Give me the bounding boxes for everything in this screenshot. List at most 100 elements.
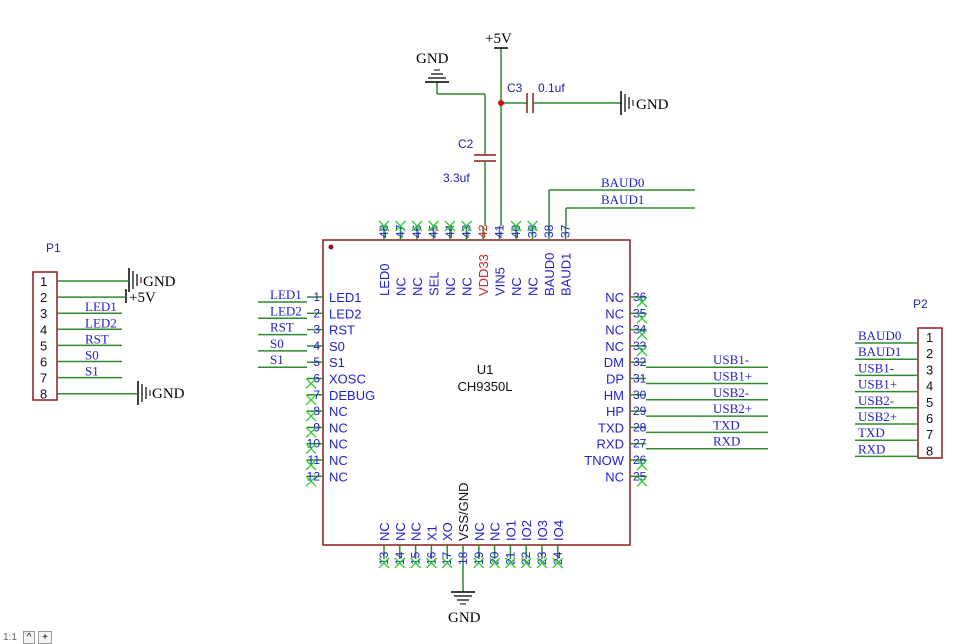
p1-net-label: RST <box>85 331 109 346</box>
u1-pin-name: VSS/GND <box>456 482 471 541</box>
net-label: USB2+ <box>713 401 752 416</box>
u1-pin-name: LED2 <box>329 306 362 321</box>
u1-pin-name: XO <box>440 522 455 541</box>
no-connect-marker <box>305 426 317 438</box>
u1-pin-name: HP <box>606 404 624 419</box>
no-connect-marker <box>378 220 390 232</box>
u1-pin-number: 34 <box>633 323 647 337</box>
u1-pin-number: 30 <box>633 388 647 402</box>
u1-pin-name: BAUD0 <box>542 253 557 296</box>
p2-pin-number: 4 <box>926 379 933 394</box>
u1-pin-number: 41 <box>493 224 507 238</box>
p1-gnd-label-2: GND <box>152 386 185 402</box>
net-label: RXD <box>713 434 740 449</box>
net-label: TXD <box>713 417 740 432</box>
p2-pin-number: 2 <box>926 346 933 361</box>
u1-pin-name: TNOW <box>584 453 624 468</box>
p1-net-label: S1 <box>85 364 99 379</box>
u1-pin-number: 47 <box>394 224 408 238</box>
no-connect-marker <box>636 475 648 487</box>
u1-pin-number: 36 <box>633 290 647 304</box>
net-label: USB2- <box>713 385 749 400</box>
u1-pin-number: 11 <box>308 453 321 467</box>
no-connect-marker <box>394 557 406 569</box>
no-connect-marker <box>410 557 422 569</box>
u1-pin-name: NC <box>605 290 624 305</box>
gnd-label-top: GND <box>416 51 449 67</box>
no-connect-marker <box>473 557 485 569</box>
u1-pin-name: DEBUG <box>329 388 375 403</box>
p2-net-label: USB1+ <box>858 377 897 392</box>
u1-pin-number: 38 <box>542 224 556 238</box>
u1-ref: U1 <box>477 362 494 377</box>
zoom-out-button[interactable]: ^ <box>22 631 36 644</box>
p2-net-label: TXD <box>858 425 885 440</box>
u1-pin-name: NC <box>329 420 348 435</box>
u1-pin-name: NC <box>488 522 503 541</box>
no-connect-marker <box>444 220 456 232</box>
p1-body[interactable] <box>32 271 58 401</box>
u1-pin-number: 26 <box>633 453 647 467</box>
u1-pin-name: IO4 <box>551 520 566 541</box>
p1-pin-number: 2 <box>40 290 47 305</box>
u1-pin-number: 10 <box>307 437 321 451</box>
p1-pin-number: 1 <box>40 274 47 289</box>
u1-pin-number: 31 <box>633 372 647 386</box>
zoom-in-button[interactable]: + <box>38 631 53 644</box>
u1-pin-number: 46 <box>410 224 424 238</box>
p2-net-label: RXD <box>858 441 885 456</box>
u1-pin-name: NC <box>393 522 408 541</box>
u1-pin-name: NC <box>605 323 624 338</box>
u1-pin-name: DP <box>606 372 624 387</box>
u1-pin-number: 2 <box>313 306 320 320</box>
no-connect-marker <box>378 557 390 569</box>
u1-pin-name: NC <box>410 277 425 296</box>
u1-pin-name: RST <box>329 323 355 338</box>
zoom-controls: 1:1 ^ + <box>0 631 53 644</box>
p2-pin-number: 1 <box>926 330 933 345</box>
u1-pin1-marker <box>328 244 334 250</box>
no-connect-marker <box>441 557 453 569</box>
no-connect-marker <box>305 443 317 455</box>
u1-pin-name: NC <box>329 404 348 419</box>
no-connect-marker <box>428 220 439 232</box>
no-connect-marker <box>636 296 648 308</box>
u1-pin-number: 22 <box>519 551 533 565</box>
p1-pin-number: 3 <box>40 306 47 321</box>
net-label: LED2 <box>270 303 302 318</box>
net-label: RST <box>270 320 294 335</box>
no-connect-marker <box>305 459 317 471</box>
no-connect-marker <box>527 220 538 232</box>
u1-pin-number: 4 <box>313 339 320 353</box>
u1-pin-number: 20 <box>488 551 502 565</box>
no-connect-marker <box>636 345 648 357</box>
u1-pin-number: 1 <box>313 290 320 304</box>
u1-pin-name: VIN5 <box>493 267 508 296</box>
u1-pin-number: 18 <box>456 551 470 565</box>
p2-body[interactable] <box>917 327 943 459</box>
p2-net-label: USB2+ <box>858 409 897 424</box>
u1-pin-name: LED0 <box>377 263 392 296</box>
p1-pin-number: 5 <box>40 338 47 353</box>
p1-net-label: LED1 <box>85 299 117 314</box>
baud0-net-label: BAUD0 <box>601 175 644 190</box>
net-label: LED1 <box>270 287 302 302</box>
u1-body[interactable] <box>322 239 631 546</box>
no-connect-marker <box>536 557 548 569</box>
u1-pin-number: 23 <box>535 551 549 565</box>
u1-pin-number: 5 <box>313 355 320 369</box>
c2-value: 3.3uf <box>443 171 470 185</box>
no-connect-marker <box>520 557 532 569</box>
no-connect-marker <box>636 312 648 324</box>
u1-pin-number: 12 <box>307 469 321 483</box>
net-label: USB1+ <box>713 369 752 384</box>
u1-pin-name: IO3 <box>535 520 550 541</box>
u1-pin-name: HM <box>604 388 624 403</box>
junction-dot <box>498 100 504 106</box>
c2-ref: C2 <box>458 137 474 151</box>
u1-pin-number: 19 <box>472 551 486 565</box>
u1-pin-number: 40 <box>509 224 523 238</box>
plus5v-label-top: +5V <box>485 31 512 47</box>
schematic-canvas[interactable]: +5V GND GND GND GND +5V GND C3 0.1uf C2 … <box>0 0 975 630</box>
u1-pin-name: X1 <box>424 525 439 541</box>
